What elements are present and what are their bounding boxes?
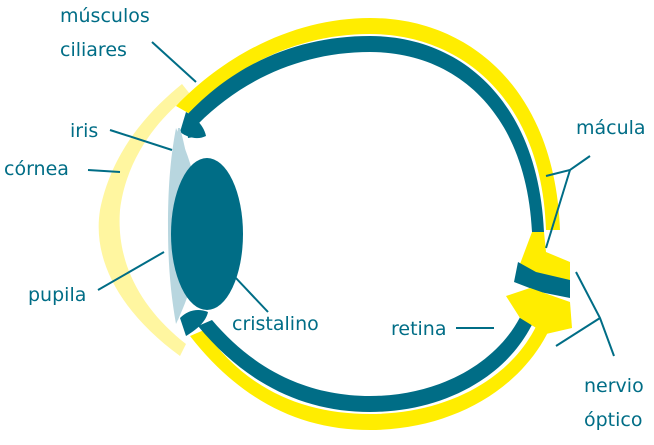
- label-macula: mácula: [576, 116, 646, 140]
- leader-nervio: [576, 272, 614, 356]
- label-ciliares: ciliares: [60, 38, 127, 62]
- label-pupila: pupila: [28, 283, 86, 307]
- leader-musculos: [152, 42, 196, 82]
- label-musculos: músculos: [60, 4, 150, 28]
- label-retina: retina: [391, 317, 447, 341]
- leader-cristalino: [234, 276, 268, 312]
- label-iris: iris: [70, 119, 98, 143]
- label-nervio: nervio: [584, 374, 644, 398]
- label-cornea: córnea: [4, 157, 69, 181]
- lens-shape: [171, 158, 243, 310]
- label-optico: óptico: [584, 408, 642, 432]
- label-cristalino: cristalino: [232, 312, 319, 336]
